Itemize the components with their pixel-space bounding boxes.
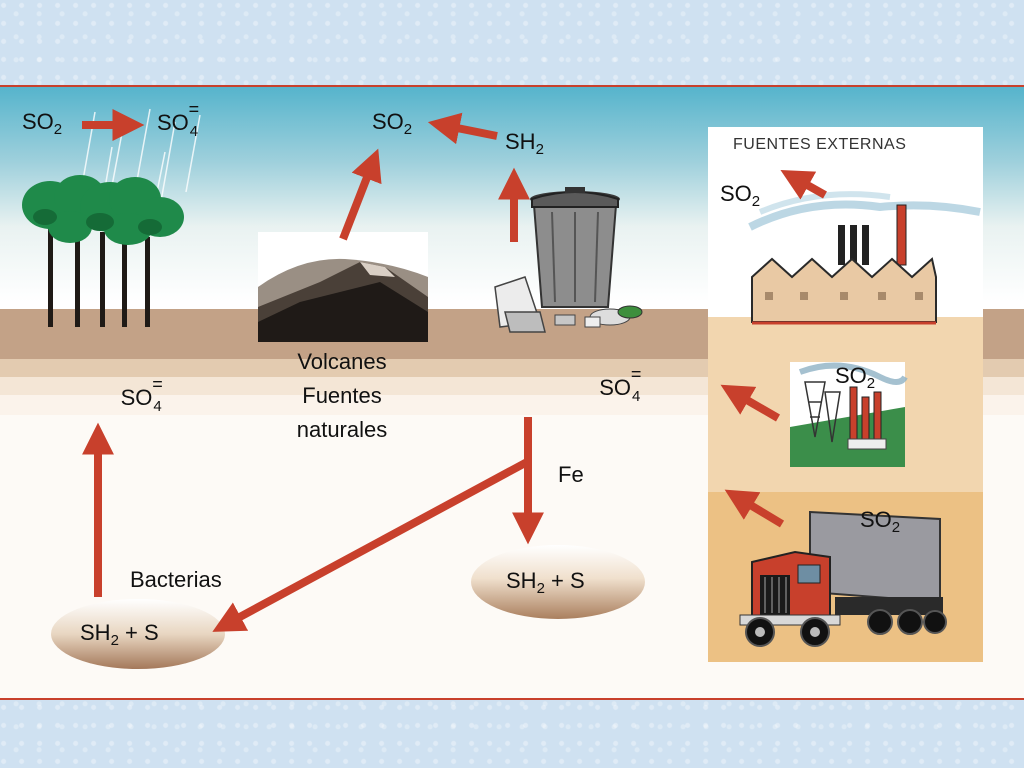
power-plant-so2-label: SO2 xyxy=(835,363,876,392)
soil-sulfate-right-label: SO4= xyxy=(599,364,642,405)
to-bacteria-arrow xyxy=(212,458,529,632)
atmospheric-sulfate-label: SO4= xyxy=(157,99,200,140)
factory-emission-arrow xyxy=(780,169,827,200)
diagram-artwork xyxy=(0,87,1024,698)
factory-so2-label: SO2 xyxy=(720,181,761,210)
factory-icon xyxy=(748,191,981,325)
sh2-to-so2-arrow xyxy=(427,112,498,145)
left-deposit-ellipse xyxy=(51,599,225,669)
volcano-icon xyxy=(258,232,428,342)
palm-trees-icon xyxy=(22,108,201,327)
cycle-arrows xyxy=(82,109,827,632)
power-plant-icon xyxy=(790,362,908,467)
right-deposit-label: SH2 + S xyxy=(506,568,585,597)
volcano-emission-arrow xyxy=(339,148,382,241)
truck-icon xyxy=(739,510,947,647)
trash-can-icon xyxy=(494,187,643,333)
atmospheric-so2-label: SO2 xyxy=(22,109,63,138)
external-sources-title: FUENTES EXTERNAS xyxy=(733,136,907,153)
sulfur-cycle-diagram: SO2 SO4= SO2 SH2 SO4= Volcanes Fuentes n… xyxy=(0,85,1024,700)
volcano-caption: Volcanes Fuentes naturales xyxy=(296,349,388,442)
truck-so2-label: SO2 xyxy=(860,507,901,536)
soil-sulfate-left-label: SO4= xyxy=(120,374,163,415)
right-deposit-ellipse xyxy=(471,545,645,619)
volcano-so2-label: SO2 xyxy=(372,109,413,138)
iron-label: Fe xyxy=(558,462,584,487)
trash-sh2-label: SH2 xyxy=(505,129,544,158)
left-deposit-label: SH2 + S xyxy=(80,620,159,649)
power-plant-emission-arrow xyxy=(720,384,781,422)
bacteria-label: Bacterias xyxy=(130,567,222,592)
truck-emission-arrow xyxy=(724,489,785,528)
